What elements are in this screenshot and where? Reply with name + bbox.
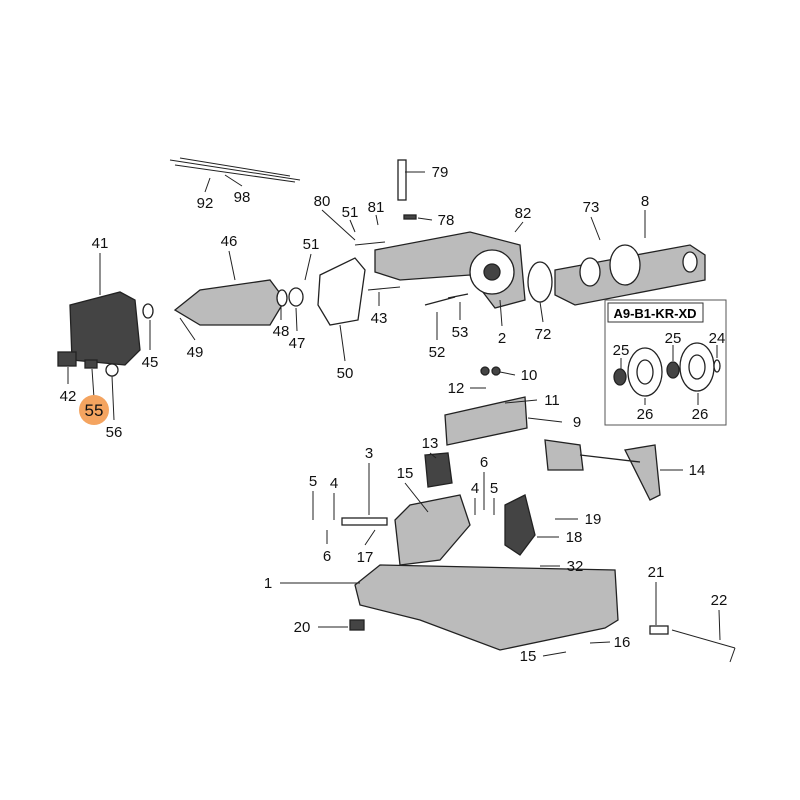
label-79[interactable]: 79 — [432, 164, 449, 181]
label-56[interactable]: 56 — [106, 424, 123, 441]
label-51[interactable]: 51 — [342, 204, 359, 221]
label-73[interactable]: 73 — [583, 199, 600, 216]
parts — [57, 157, 736, 663]
label-14[interactable]: 14 — [689, 462, 706, 479]
label-5b[interactable]: 5 — [490, 480, 498, 497]
part-armature-46 — [173, 279, 286, 326]
label-18[interactable]: 18 — [566, 529, 583, 546]
label-17[interactable]: 17 — [357, 549, 374, 566]
label-43[interactable]: 43 — [371, 310, 388, 327]
label-9[interactable]: 9 — [573, 414, 581, 431]
label-81[interactable]: 81 — [368, 199, 385, 216]
label-47[interactable]: 47 — [289, 335, 306, 352]
label-10[interactable]: 10 — [521, 367, 538, 384]
label-21[interactable]: 21 — [648, 564, 665, 581]
label-1[interactable]: 1 — [264, 575, 272, 592]
label-4[interactable]: 4 — [330, 475, 338, 492]
highlight-marker — [79, 395, 109, 425]
part-base-1 — [354, 564, 619, 651]
part-spring-13 — [424, 452, 453, 488]
label-51b[interactable]: 51 — [303, 236, 320, 253]
inset-label-25[interactable]: 25 — [613, 342, 630, 359]
label-22[interactable]: 22 — [711, 592, 728, 609]
label-3[interactable]: 3 — [365, 445, 373, 462]
label-19[interactable]: 19 — [585, 511, 602, 528]
label-11[interactable]: 11 — [544, 392, 560, 409]
part-fence-3 — [394, 494, 471, 566]
inset-label-26[interactable]: 26 — [637, 406, 654, 423]
leader-lines — [67, 171, 721, 657]
label-48[interactable]: 48 — [273, 323, 290, 340]
part-oring-72 — [527, 261, 553, 303]
label-53[interactable]: 53 — [452, 324, 469, 341]
label-78[interactable]: 78 — [438, 212, 455, 229]
label-41[interactable]: 41 — [92, 235, 109, 252]
label-98[interactable]: 98 — [234, 189, 251, 206]
label-55[interactable]: 55 — [85, 401, 104, 420]
part-cable-ties — [169, 157, 301, 183]
label-15[interactable]: 15 — [397, 465, 414, 482]
label-50[interactable]: 50 — [337, 365, 354, 382]
label-46[interactable]: 46 — [221, 233, 238, 250]
part-wrench-22 — [671, 629, 736, 649]
inset-label-26b[interactable]: 26 — [692, 406, 709, 423]
inset-label-25b[interactable]: 25 — [665, 330, 682, 347]
label-49[interactable]: 49 — [187, 344, 204, 361]
part-stator-41 — [69, 291, 141, 366]
part-rod-79 — [397, 159, 407, 201]
label-15b[interactable]: 15 — [520, 648, 537, 665]
part-vise-14 — [544, 439, 661, 501]
label-6b[interactable]: 6 — [323, 548, 331, 565]
inset-box: A9-B1-KR-XD 25 25 24 26 26 — [604, 299, 727, 426]
label-20[interactable]: 20 — [294, 619, 311, 636]
part-arm-9 — [444, 396, 528, 446]
label-12[interactable]: 12 — [448, 380, 465, 397]
inset-title: A9-B1-KR-XD — [613, 306, 696, 321]
part-fan-shroud-50 — [317, 257, 366, 326]
label-2[interactable]: 2 — [498, 330, 506, 347]
label-4b[interactable]: 4 — [471, 480, 479, 497]
label-13[interactable]: 13 — [422, 435, 439, 452]
label-82[interactable]: 82 — [515, 205, 532, 222]
label-5[interactable]: 5 — [309, 473, 317, 490]
label-42[interactable]: 42 — [60, 388, 77, 405]
label-6[interactable]: 6 — [480, 454, 488, 471]
label-45[interactable]: 45 — [142, 354, 159, 371]
label-80[interactable]: 80 — [314, 193, 331, 210]
part-labels: 92 98 79 80 51 81 78 82 73 8 41 46 51 45… — [60, 164, 728, 665]
part-guard-18 — [504, 494, 536, 556]
label-72[interactable]: 72 — [535, 326, 552, 343]
label-92[interactable]: 92 — [197, 195, 214, 212]
label-52[interactable]: 52 — [429, 344, 446, 361]
label-8[interactable]: 8 — [641, 193, 649, 210]
label-16[interactable]: 16 — [614, 634, 631, 651]
label-32[interactable]: 32 — [567, 558, 584, 575]
inset-label-24[interactable]: 24 — [709, 330, 726, 347]
